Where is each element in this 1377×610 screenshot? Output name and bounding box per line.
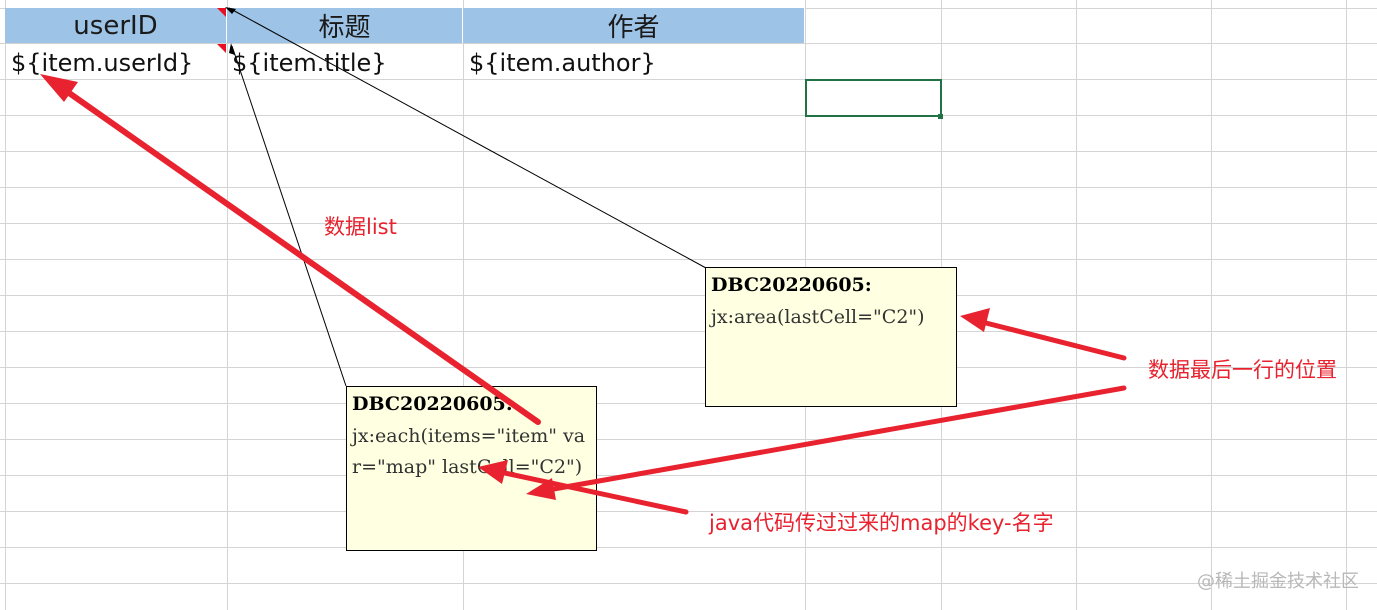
comment-indicator[interactable] <box>217 44 226 53</box>
cell-author-template[interactable]: ${item.author} <box>469 49 656 77</box>
grid-line <box>0 79 1377 80</box>
comment-author: DBC20220605: <box>711 274 872 296</box>
grid-line <box>0 295 1377 296</box>
grid-line <box>0 259 1377 260</box>
annotation-last-row: 数据最后一行的位置 <box>1148 358 1337 382</box>
annotation-data-list: 数据list <box>324 215 397 239</box>
grid-line <box>0 511 1377 512</box>
header-cell-userid[interactable]: userID <box>5 8 227 43</box>
grid-line <box>0 367 1377 368</box>
arrow-data-list <box>59 85 541 425</box>
arrowhead-last-cell <box>960 308 990 332</box>
comment-body: jx:area(lastCell="C2") <box>711 306 925 328</box>
grid-line <box>1211 0 1212 610</box>
leader-arrowhead <box>225 7 236 14</box>
grid-line <box>0 151 1377 152</box>
grid-line <box>0 403 1377 404</box>
arrow-map-key <box>497 469 689 515</box>
grid-line <box>0 43 1377 44</box>
arrowhead-map-key <box>478 460 508 484</box>
header-cell-author[interactable]: 作者 <box>463 8 805 43</box>
grid-line <box>0 547 1377 548</box>
grid-line <box>227 0 228 610</box>
grid-line <box>0 115 1377 116</box>
grid-line <box>0 187 1377 188</box>
comment-box-area[interactable]: DBC20220605: jx:area(lastCell="C2") <box>705 267 957 407</box>
comment-body: jx:each(items="item" var="map" lastCell=… <box>352 425 586 478</box>
grid-line <box>0 439 1377 440</box>
grid-line <box>463 0 464 610</box>
grid-line <box>1076 0 1077 610</box>
comment-author: DBC20220605: <box>352 393 513 415</box>
leader-line-each <box>231 45 347 387</box>
grid-line <box>1346 0 1347 610</box>
cell-title-template[interactable]: ${item.title} <box>232 49 387 77</box>
annotation-map-key: java代码传过过来的map的key-名字 <box>709 511 1054 535</box>
arrow-last-cell <box>979 319 1127 361</box>
fill-handle[interactable] <box>938 114 943 119</box>
arrow-each-last-cell <box>545 385 1127 493</box>
grid-line <box>0 331 1377 332</box>
arrowhead-data-list <box>40 74 78 102</box>
grid-line <box>0 583 1377 584</box>
selected-cell[interactable] <box>805 79 942 117</box>
watermark: @稀土掘金技术社区 <box>1197 571 1359 592</box>
leader-line-area <box>228 7 707 269</box>
leader-arrowhead <box>229 43 235 55</box>
grid-line <box>5 0 6 610</box>
comment-indicator[interactable] <box>217 8 226 17</box>
header-cell-title[interactable]: 标题 <box>227 8 463 43</box>
cell-userid-template[interactable]: ${item.userId} <box>11 49 194 77</box>
grid-line <box>0 223 1377 224</box>
comment-box-each[interactable]: DBC20220605: jx:each(items="item" var="m… <box>346 386 597 551</box>
grid-line <box>0 475 1377 476</box>
